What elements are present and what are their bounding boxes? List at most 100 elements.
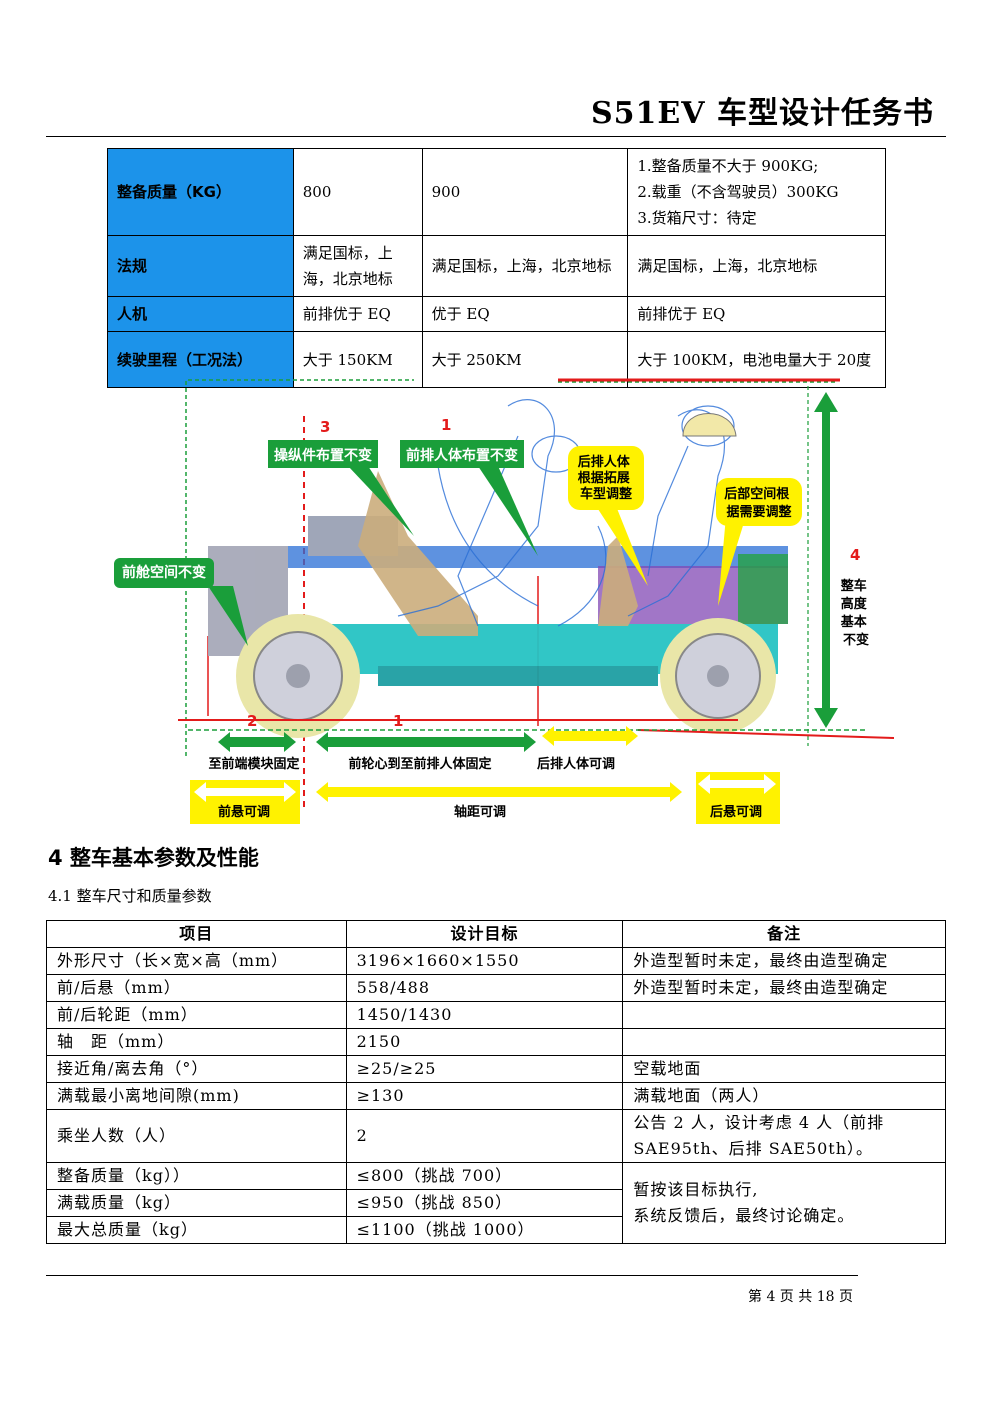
column-header: 项目 xyxy=(46,920,347,948)
marker-1-top: 1 xyxy=(441,416,451,434)
callout-front-cabin: 前舱空间不变 xyxy=(114,558,214,588)
dim-arrow-wheel-to-front xyxy=(316,732,536,752)
rear-helmet xyxy=(682,413,737,437)
ground-line xyxy=(637,729,894,739)
dim-arrow-rear-occupant xyxy=(542,726,638,746)
table-header-row: 项目 设计目标 备注 xyxy=(46,920,946,948)
spec-comparison-table: 整备质量（KG） 800 900 1.整备质量不大于 900KG; 2.载重（不… xyxy=(107,148,886,388)
callout-front-occupant xyxy=(400,440,524,468)
vehicle-layout-diagram: 3 1 4 2 1 操纵件布置不变 前排人体布置不变 后排人体 根据拓展 车型调… xyxy=(178,378,894,824)
note-line: 公告 2 人，设计考虑 4 人（前排 xyxy=(633,1113,885,1132)
table-cell: 外造型暂时未定，最终由造型确定 xyxy=(622,974,946,1002)
table-row: 乘坐人数（人） 2 公告 2 人，设计考虑 4 人（前排 SAE95th、后排 … xyxy=(46,1109,946,1163)
table-cell: 最大总质量（kg） xyxy=(46,1216,347,1244)
callout-line: 后排人体 xyxy=(578,454,631,470)
table-cell: 前/后轮距（mm） xyxy=(46,1001,347,1029)
page-number: 第 4 页 共 18 页 xyxy=(748,1289,853,1305)
table-row: 最大总质量（kg） ≤1100（挑战 1000） xyxy=(46,1216,946,1244)
callout-pointer xyxy=(208,586,248,646)
table-row: 续驶里程（工况法） 大于 150KM 大于 250KM 大于 100KM，电池电… xyxy=(107,331,886,388)
table-cell: 外形尺寸（长×宽×高（mm） xyxy=(46,947,347,975)
callout-control xyxy=(268,440,378,468)
table-row: 整备质量（kg）） ≤800（挑战 700） 暂按该目标执行, 系统反馈后，最终… xyxy=(46,1162,946,1244)
row-label: 法规 xyxy=(107,235,294,297)
table-cell xyxy=(622,1028,946,1056)
table-cell: ≥25/≥25 xyxy=(345,1055,624,1083)
row-label: 人机 xyxy=(107,296,294,332)
note-line: 系统反馈后，最终讨论确定。 xyxy=(633,1206,855,1225)
callout-pointer xyxy=(478,466,538,556)
table-cell: ≤800（挑战 700） xyxy=(345,1162,624,1190)
marker-1-bottom: 1 xyxy=(393,712,403,730)
dim-arrow-wheelbase xyxy=(316,782,682,802)
table-cell: 2 xyxy=(345,1109,624,1163)
callout-line: 车型调整 xyxy=(580,486,633,502)
yellow-bar-front xyxy=(190,780,300,824)
column-header: 设计目标 xyxy=(345,920,624,948)
row-label: 整备质量（KG） xyxy=(107,148,294,236)
table-row: 前/后悬（mm） 558/488 外造型暂时未定，最终由造型确定 xyxy=(46,974,946,1002)
subsection-heading: 4.1 整车尺寸和质量参数 xyxy=(48,887,212,905)
footer-rule xyxy=(46,1275,858,1276)
dim-label-wheel-to-front: 前轮心到至前排人体固定 xyxy=(348,756,491,772)
table-cell: 空载地面 xyxy=(622,1055,946,1083)
note-line: SAE95th、后排 SAE50th）。 xyxy=(633,1139,874,1158)
dim-arrow-rear-overhang xyxy=(698,774,776,794)
table-cell: ≥130 xyxy=(345,1082,624,1110)
vehicle-params-table: 项目 设计目标 备注 外形尺寸（长×宽×高（mm） 3196×1660×1550… xyxy=(46,920,946,1244)
row-label: 续驶里程（工况法） xyxy=(107,331,294,388)
table-cell: 整备质量（kg）） xyxy=(46,1162,347,1190)
note-line: 3.货箱尺寸：待定 xyxy=(637,209,757,227)
table-cell: 满足国标，上海，北京地标 xyxy=(292,235,423,297)
callout-control-text: 操纵件布置不变 xyxy=(274,447,372,464)
table-row: 整备质量（KG） 800 900 1.整备质量不大于 900KG; 2.载重（不… xyxy=(107,148,886,236)
table-row: 轴 距（mm） 2150 xyxy=(46,1028,946,1056)
document-title: S51EV 车型设计任务书 xyxy=(591,96,934,131)
height-arrow xyxy=(814,392,838,728)
table-cell: 轴 距（mm） xyxy=(46,1028,347,1056)
callout-front-cabin-text: 前舱空间不变 xyxy=(122,565,206,581)
callout-line: 后部空间根 xyxy=(724,486,790,502)
table-cell: 满载最小离地间隙(mm) xyxy=(46,1082,347,1110)
dim-label-front-overhang: 前悬可调 xyxy=(218,804,270,820)
callout-pointer xyxy=(718,516,746,606)
table-cell: 满足国标，上海，北京地标 xyxy=(421,235,629,297)
table-cell: 2150 xyxy=(345,1028,624,1056)
dim-label-rear-occupant: 后排人体可调 xyxy=(537,756,615,772)
table-row: 前/后轮距（mm） 1450/1430 xyxy=(46,1001,946,1029)
table-cell: 满载质量（kg） xyxy=(46,1189,347,1217)
table-cell: 满足国标，上海，北京地标 xyxy=(627,235,886,297)
callout-rear-space xyxy=(716,478,802,526)
envelope-outline xyxy=(185,379,414,756)
marker-3: 3 xyxy=(320,418,330,436)
table-cell: 乘坐人数（人） xyxy=(46,1109,347,1163)
header-rule xyxy=(46,136,946,137)
dim-arrow-front-overhang xyxy=(194,782,296,802)
callout-front-occupant-text: 前排人体布置不变 xyxy=(406,447,518,464)
note-line: 1.整备质量不大于 900KG; xyxy=(637,157,819,175)
table-cell: ≤1100（挑战 1000） xyxy=(345,1216,624,1244)
callout-rear-space-text: 后部空间根 据需要调整 xyxy=(724,486,794,520)
table-cell: 满载地面（两人） xyxy=(622,1082,946,1110)
marker-2: 2 xyxy=(247,712,257,730)
callout-line: 根据拓展 xyxy=(578,470,631,486)
rear-wheel xyxy=(660,618,776,734)
table-cell: 暂按该目标执行, 系统反馈后，最终讨论确定。 xyxy=(622,1162,946,1244)
callout-line: 据需要调整 xyxy=(726,504,792,520)
table-row: 人机 前排优于 EQ 优于 EQ 前排优于 EQ xyxy=(107,296,886,332)
table-cell: 接近角/离去角（°） xyxy=(46,1055,347,1083)
table-cell: 1450/1430 xyxy=(345,1001,624,1029)
table-cell: 3196×1660×1550 xyxy=(345,947,624,975)
table-row: 接近角/离去角（°） ≥25/≥25 空载地面 xyxy=(46,1055,946,1083)
table-cell: ≤950（挑战 850） xyxy=(345,1189,624,1217)
table-cell: 前/后悬（mm） xyxy=(46,974,347,1002)
table-cell xyxy=(622,1001,946,1029)
callout-rear-occupant-text: 后排人体 根据拓展 车型调整 xyxy=(578,454,635,502)
table-cell: 1.整备质量不大于 900KG; 2.载重（不含驾驶员）300KG 3.货箱尺寸… xyxy=(627,148,886,236)
column-header: 备注 xyxy=(622,920,946,948)
table-row: 法规 满足国标，上海，北京地标 满足国标，上海，北京地标 满足国标，上海，北京地… xyxy=(107,235,886,297)
table-row: 外形尺寸（长×宽×高（mm） 3196×1660×1550 外造型暂时未定，最终… xyxy=(46,947,946,975)
table-row: 满载质量（kg） ≤950（挑战 850） xyxy=(46,1189,946,1217)
callout-rear-occupant xyxy=(568,446,644,510)
table-cell: 优于 EQ xyxy=(421,296,629,332)
